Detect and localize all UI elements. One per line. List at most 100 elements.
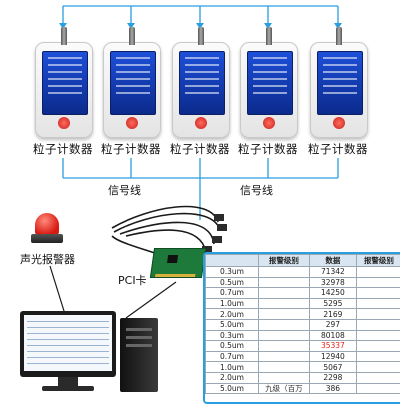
table-cell-value: 35337: [309, 341, 356, 352]
table-header-item: [206, 255, 259, 267]
table-cell-value: 71342: [309, 267, 356, 278]
device-screen: [247, 51, 293, 115]
table-cell-item: 0.7um: [206, 351, 259, 362]
table-cell-item: 0.5um: [206, 341, 259, 352]
sensor-probe: [61, 27, 67, 45]
monitor-foot: [42, 386, 94, 391]
sensor-probe: [336, 27, 342, 45]
table-cell-item: 0.3um: [206, 267, 259, 278]
device-label: 粒子计数器: [94, 141, 168, 157]
table-row: 0.7um 14250: [206, 288, 400, 299]
device-screen: [317, 51, 363, 115]
table-cell-extra: [356, 330, 400, 341]
table-header-row: 报警级别 数据 报警级别: [206, 255, 400, 267]
table-cell-extra: [356, 319, 400, 330]
device-screen: [110, 51, 156, 115]
table-cell-extra: [356, 267, 400, 278]
alarm-light-icon: [35, 213, 59, 235]
table-cell-level: [258, 277, 309, 288]
table-cell-extra: [356, 351, 400, 362]
particle-counter-5: [310, 42, 368, 138]
table-cell-level: [258, 351, 309, 362]
table-cell-item: 5.0um: [206, 383, 259, 394]
data-table-panel: 报警级别 数据 报警级别 0.3um 71342 0.5um 32978 0.7um 14…: [203, 252, 400, 404]
table-row: 2.0um 2298: [206, 372, 400, 383]
power-button-icon: [263, 117, 275, 129]
monitor-display: [24, 315, 112, 371]
signal-line-label: 信号线: [108, 182, 141, 198]
table-row: 0.5um 32978: [206, 277, 400, 288]
table-cell-level: [258, 330, 309, 341]
data-table: 报警级别 数据 报警级别 0.3um 71342 0.5um 32978 0.7um 14…: [205, 254, 400, 394]
signal-line-label: 信号线: [240, 182, 273, 198]
table-row: 0.3um 80108: [206, 330, 400, 341]
table-cell-value: 80108: [309, 330, 356, 341]
table-cell-item: 0.7um: [206, 288, 259, 299]
table-cell-level: [258, 298, 309, 309]
particle-counter-2: [103, 42, 161, 138]
pci-card-label: PCI卡: [118, 272, 147, 288]
table-cell-item: 0.3um: [206, 330, 259, 341]
table-cell-level: [258, 319, 309, 330]
table-cell-extra: [356, 362, 400, 373]
device-label: 粒子计数器: [163, 141, 237, 157]
table-row: 1.0um 5295: [206, 298, 400, 309]
table-cell-item: 1.0um: [206, 362, 259, 373]
table-header-level: 报警级别: [356, 255, 400, 267]
table-cell-item: 0.5um: [206, 277, 259, 288]
table-cell-extra: [356, 277, 400, 288]
particle-counter-3: [172, 42, 230, 138]
table-cell-level: [258, 341, 309, 352]
device-screen: [179, 51, 225, 115]
table-row: 2.0um 2169: [206, 309, 400, 320]
table-row: 1.0um 5067: [206, 362, 400, 373]
table-cell-value: 386: [309, 383, 356, 394]
table-row: 5.0um 297: [206, 319, 400, 330]
table-cell-extra: [356, 288, 400, 299]
sensor-probe: [198, 27, 204, 45]
monitor-icon: [20, 311, 116, 377]
table-cell-extra: [356, 341, 400, 352]
pc-tower-icon: [120, 318, 158, 392]
device-screen: [42, 51, 88, 115]
table-cell-level: [258, 288, 309, 299]
table-cell-extra: [356, 298, 400, 309]
table-cell-item: 5.0um: [206, 319, 259, 330]
table-cell-item: 2.0um: [206, 309, 259, 320]
table-row: 0.7um 12940: [206, 351, 400, 362]
table-cell-value: 2298: [309, 372, 356, 383]
table-cell-level: [258, 309, 309, 320]
power-button-icon: [58, 117, 70, 129]
power-button-icon: [126, 117, 138, 129]
table-header-data: 数据: [309, 255, 356, 267]
table-cell-extra: [356, 309, 400, 320]
table-cell-extra: [356, 372, 400, 383]
table-cell-value: 14250: [309, 288, 356, 299]
table-cell-value: 2169: [309, 309, 356, 320]
table-cell-level: [258, 362, 309, 373]
table-cell-value: 12940: [309, 351, 356, 362]
table-header-level: 报警级别: [258, 255, 309, 267]
alarm-base: [31, 234, 63, 243]
alarm-label: 声光报警器: [20, 251, 75, 267]
particle-counter-1: [35, 42, 93, 138]
table-cell-level: [258, 372, 309, 383]
table-cell-level: 九级（百万: [258, 383, 309, 394]
table-cell-item: 2.0um: [206, 372, 259, 383]
sensor-probe: [129, 27, 135, 45]
table-row: 0.3um 71342: [206, 267, 400, 278]
table-cell-value: 32978: [309, 277, 356, 288]
table-cell-value: 5067: [309, 362, 356, 373]
table-cell-value: 5295: [309, 298, 356, 309]
pci-card-icon: [150, 248, 206, 278]
table-cell-level: [258, 267, 309, 278]
signal-bus: [63, 158, 338, 220]
table-cell-value: 297: [309, 319, 356, 330]
sensor-probe: [266, 27, 272, 45]
device-label: 粒子计数器: [301, 141, 375, 157]
particle-counter-4: [240, 42, 298, 138]
table-row: 0.5um 35337: [206, 341, 400, 352]
table-cell-item: 1.0um: [206, 298, 259, 309]
